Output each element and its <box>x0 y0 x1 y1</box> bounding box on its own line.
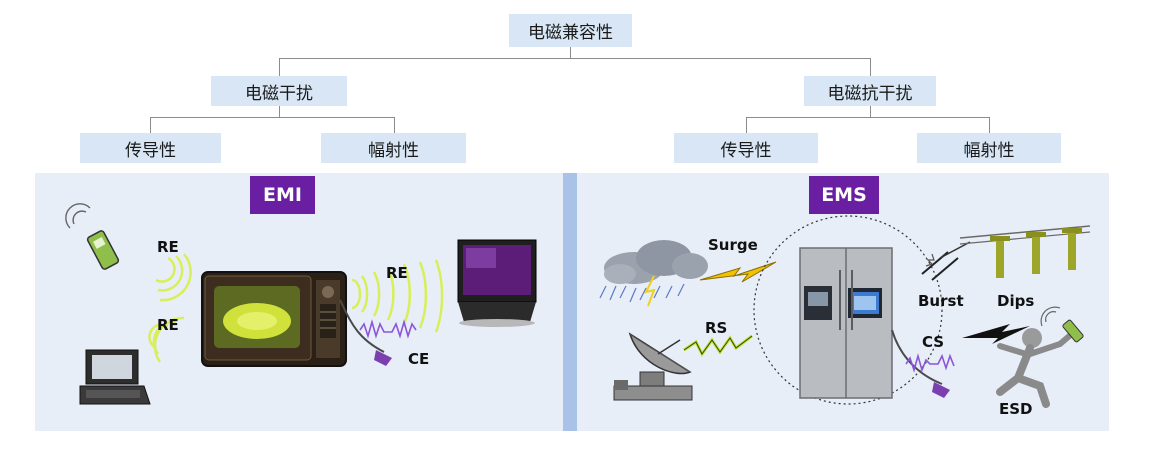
satellite-dish-icon <box>613 332 693 401</box>
panel-divider <box>563 173 577 431</box>
radiated-emission-waves <box>148 253 444 363</box>
tree-ems-node: 电磁抗干扰 <box>804 76 936 106</box>
tree-connector <box>150 117 395 118</box>
mobile-phone-icon <box>65 203 120 270</box>
tree-connector <box>279 106 280 117</box>
tree-connector <box>570 47 571 58</box>
emi-badge: EMI <box>250 176 315 214</box>
microwave-icon <box>201 271 347 367</box>
cs-label: CS <box>922 333 945 351</box>
tree-connector <box>870 106 871 117</box>
dips-label: Dips <box>997 292 1035 310</box>
tree-connector <box>870 58 871 76</box>
television-icon <box>457 239 537 327</box>
ems-badge: EMS <box>809 176 879 214</box>
conducted-susceptibility-cord <box>891 329 955 398</box>
ce-label: CE <box>408 350 430 368</box>
tree-connector <box>394 117 395 133</box>
refrigerator-icon <box>799 247 893 399</box>
re-phone-label: RE <box>157 238 179 256</box>
rs-zigzag <box>683 334 753 357</box>
surge-bolt <box>699 261 777 283</box>
esd-label: ESD <box>999 400 1033 418</box>
tree-connector <box>989 117 990 133</box>
cs-bolt <box>962 324 1030 344</box>
tree-root: 电磁兼容性 <box>509 14 632 47</box>
tree-connector <box>150 117 151 133</box>
tree-connector <box>279 58 280 76</box>
burst-spark-icon <box>921 241 971 281</box>
power-line-icon <box>959 225 1091 278</box>
tree-connector <box>746 117 747 133</box>
burst-label: Burst <box>918 292 964 310</box>
esd-person-icon <box>996 306 1084 408</box>
immunity-circle <box>753 215 943 405</box>
tree-emi-conducted: 传导性 <box>80 133 221 163</box>
surge-label: Surge <box>708 236 758 254</box>
re-tv-label: RE <box>386 264 408 282</box>
tree-connector <box>279 58 871 59</box>
rs-label: RS <box>705 319 728 337</box>
tree-emi-node: 电磁干扰 <box>211 76 347 106</box>
storm-cloud-icon <box>599 240 708 307</box>
tree-ems-conducted: 传导性 <box>674 133 818 163</box>
tree-connector <box>746 117 990 118</box>
tree-emi-radiated: 幅射性 <box>321 133 466 163</box>
laptop-icon <box>79 349 151 405</box>
conducted-emission-cord <box>339 299 417 366</box>
tree-ems-radiated: 幅射性 <box>917 133 1061 163</box>
re-laptop-label: RE <box>157 316 179 334</box>
